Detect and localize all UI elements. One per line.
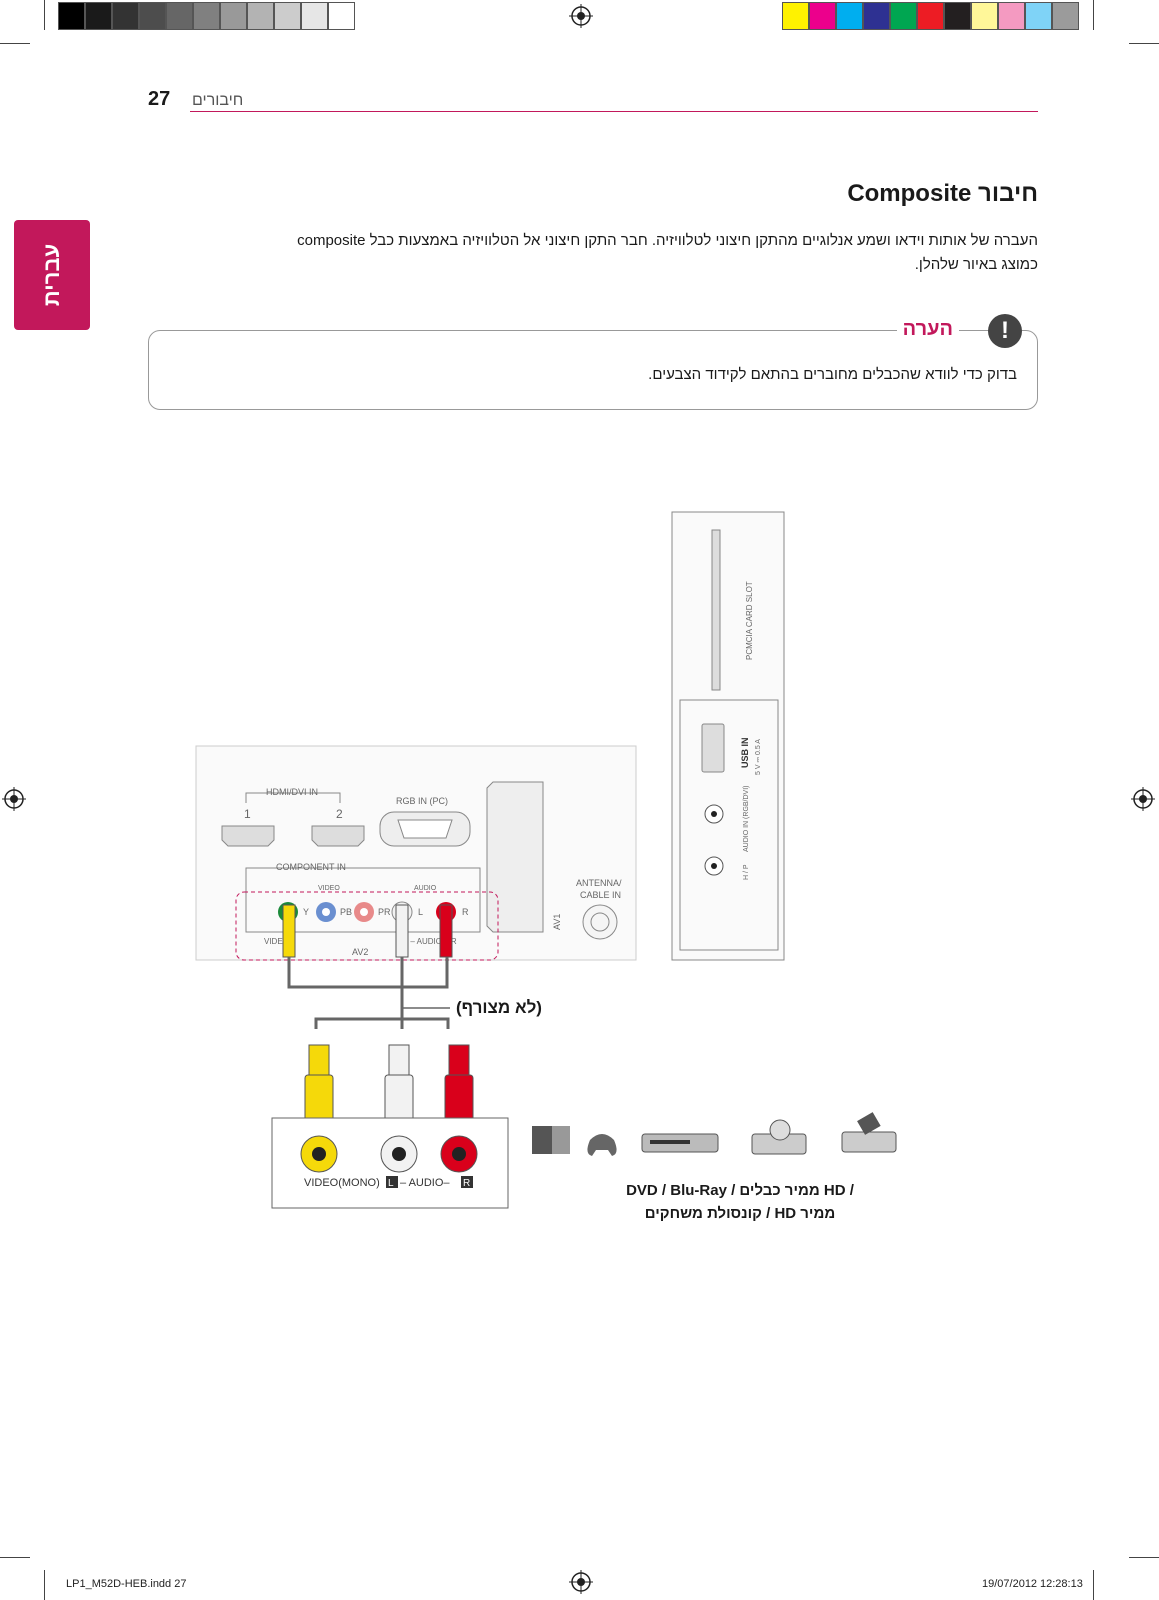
component-label: COMPONENT IN xyxy=(276,862,346,872)
crop-mark xyxy=(44,1570,45,1600)
antenna-label: ANTENNA/ xyxy=(576,878,622,888)
usb-label: USB IN xyxy=(740,737,750,768)
av1-label: AV1 xyxy=(552,914,562,930)
hdmi-port-1 xyxy=(221,825,275,847)
usb-port xyxy=(701,723,725,773)
devices-caption-line-2: ממיר HD / קונסולת משחקים xyxy=(644,1205,836,1222)
jack-y-label: Y xyxy=(303,907,309,917)
registration-mark xyxy=(2,787,26,811)
pcmcia-label: PCMCIA CARD SLOT xyxy=(745,581,754,660)
usb-rating: 5 V ⎓ 0.5 A xyxy=(755,739,762,775)
jack-l-label: L xyxy=(418,907,423,917)
crop-mark xyxy=(1093,0,1094,30)
body-text-line-2: כמוצג באיור שלהלן. xyxy=(914,256,1038,273)
jack-r-label: R xyxy=(462,907,469,917)
cable-bundle xyxy=(287,957,450,1029)
crop-mark xyxy=(1093,1570,1094,1600)
header-rule xyxy=(190,111,1038,112)
audio-in-label: AUDIO IN (RGB/DVI) xyxy=(743,785,750,852)
note-title: הערה xyxy=(896,318,959,341)
footer-file: LP1_M52D-HEB.indd 27 xyxy=(66,1578,187,1590)
game-controller-icon xyxy=(587,1134,617,1156)
jack-pb-label: PB xyxy=(340,907,352,917)
component-video-label: VIDEO xyxy=(318,885,340,892)
device-label-l-box xyxy=(386,1176,398,1188)
hdmi-port-2 xyxy=(311,825,365,847)
plug-red-large xyxy=(444,1044,474,1148)
device-label-audio: – AUDIO– xyxy=(400,1177,450,1189)
set-top-box-icon xyxy=(532,1126,570,1154)
device-label-l: L xyxy=(388,1178,394,1189)
cable-not-included-label: (לא מצורף) xyxy=(456,998,542,1017)
highlight-dashed-box xyxy=(235,891,499,961)
color-bar xyxy=(782,2,1079,30)
hdmi-port-2-number: 2 xyxy=(336,807,343,821)
bottom-video-label: VIDEO xyxy=(264,937,289,946)
plug-red-tv xyxy=(439,904,453,958)
dvd-player-icon xyxy=(751,1119,807,1155)
hp-label: H / P xyxy=(743,864,750,880)
rgb-label: RGB IN (PC) xyxy=(396,796,448,806)
registration-mark xyxy=(569,1570,593,1594)
hdmi-label: HDMI/DVI IN xyxy=(266,787,318,797)
note-box xyxy=(148,330,1038,410)
footer-time: 12:28:13 xyxy=(1040,1578,1083,1590)
crop-mark xyxy=(1129,43,1159,44)
exclamation-icon: ! xyxy=(988,314,1022,348)
plug-white-tv xyxy=(395,904,409,958)
component-in-box xyxy=(245,867,481,933)
body-text-line-1: העברה של אותות וידאו ושמע אנלוגיים מהתקן… xyxy=(297,232,1038,249)
footer-date: 19/07/2012 xyxy=(982,1578,1038,1590)
crop-mark xyxy=(0,43,30,44)
pcmcia-slot xyxy=(711,529,721,691)
page-number: 27 xyxy=(148,88,171,110)
running-head: חיבורים xyxy=(192,92,244,109)
tv-side-panel xyxy=(671,511,785,961)
antenna-label-2: CABLE IN xyxy=(580,890,621,900)
device-label-r-box xyxy=(461,1176,473,1188)
side-port-box xyxy=(679,699,779,951)
blu-ray-player-icon xyxy=(641,1133,719,1153)
bottom-audio-label: L – AUDIO – R xyxy=(404,937,457,946)
plug-yellow-tv xyxy=(282,904,296,958)
section-title: חיבור Composite xyxy=(847,180,1038,207)
crop-mark xyxy=(1129,1557,1159,1558)
registration-mark xyxy=(1131,787,1155,811)
device-label-video: VIDEO(MONO) xyxy=(304,1177,380,1189)
antenna-port xyxy=(582,904,618,940)
hd-recorder-icon xyxy=(841,1112,897,1153)
crop-mark xyxy=(0,1557,30,1558)
av2-label: AV2 xyxy=(352,947,368,957)
hdmi-bracket xyxy=(245,792,341,803)
note-text: בדוק כדי לוודא שהכבלים מחוברים בהתאם לקי… xyxy=(648,366,1017,383)
devices-caption-line-1: DVD / Blu-Ray / ממיר כבלים HD / xyxy=(626,1182,854,1199)
device-label-r: R xyxy=(463,1178,470,1189)
language-side-tab: עברית xyxy=(14,220,90,330)
registration-mark xyxy=(569,4,593,28)
crop-mark xyxy=(44,0,45,30)
jack-pr-label: PR xyxy=(378,907,391,917)
hdmi-port-1-number: 1 xyxy=(244,807,251,821)
component-audio-label: AUDIO xyxy=(414,885,437,892)
scart-port xyxy=(486,781,544,933)
tv-rear-panel xyxy=(195,745,637,961)
grayscale-bar xyxy=(58,2,355,30)
